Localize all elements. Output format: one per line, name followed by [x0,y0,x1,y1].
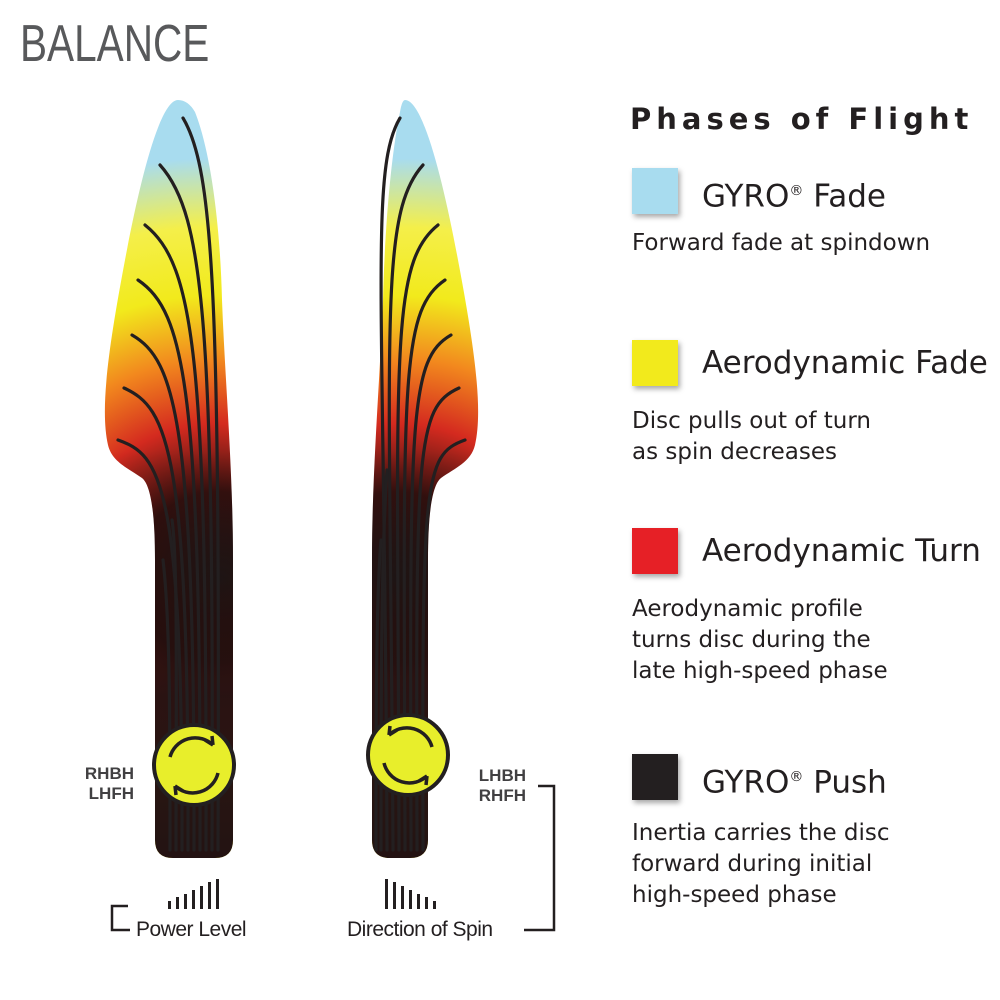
legend-description: Inertia carries the disc forward during … [632,820,890,908]
power-level-caption: Power Level [136,918,247,941]
right-flight-path [366,100,479,858]
legend-label: GYRO® Push [702,764,887,801]
throw-label-lhfh: LHFH [88,784,134,803]
throw-label-rhbh: RHBH [84,764,134,783]
legend-description: Disc pulls out of turn as spin decreases [632,408,871,465]
right-spin-badge [366,713,450,797]
legend-description: Forward fade at spindown [632,230,931,256]
throw-label-lhbh: LHBH [478,766,526,785]
legend-description: Aerodynamic profile turns disc during th… [632,596,888,684]
gyro-push-swatch [632,754,678,800]
left-flight-path [104,100,236,858]
gyro-fade-swatch [632,168,678,214]
left-throw-label: RHBH LHFH [70,764,134,804]
page-title: BALANCE [20,15,210,73]
throw-type-bracket [524,784,556,932]
direction-of-spin-icon [385,879,436,909]
aerodynamic-turn-swatch [632,528,678,574]
right-throw-label: LHBH RHFH [466,766,526,806]
legend-label: Aerodynamic Fade [702,345,988,381]
power-level-bracket [110,904,130,932]
left-spin-badge [152,723,236,807]
phases-heading: Phases of Flight [630,102,974,136]
direction-of-spin-caption: Direction of Spin [347,918,493,941]
legend-label: Aerodynamic Turn [702,533,981,569]
legend-label: GYRO® Fade [702,178,886,215]
throw-label-rhfh: RHFH [478,786,526,805]
aerodynamic-fade-swatch [632,340,678,386]
power-level-icon [168,879,219,909]
